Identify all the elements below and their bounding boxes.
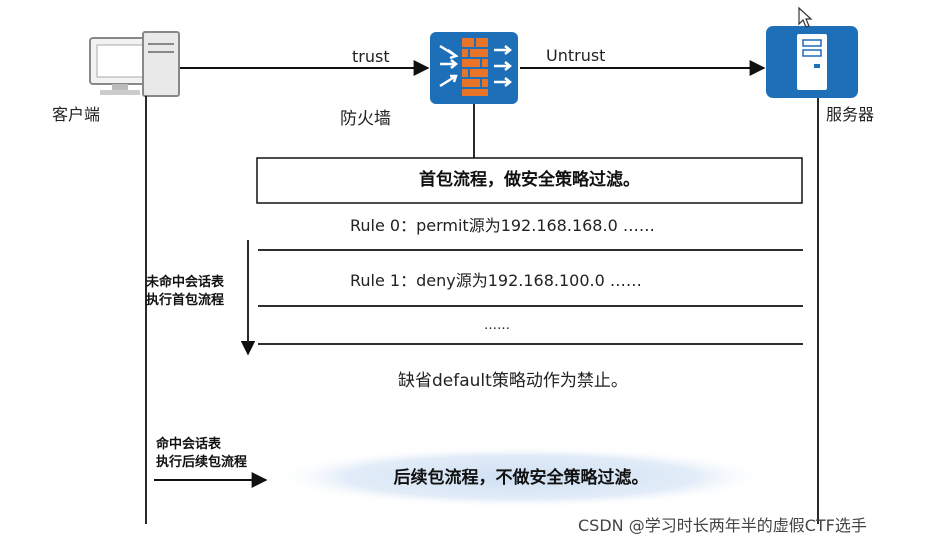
session-hit-label-line1: 命中会话表 xyxy=(156,437,222,452)
subsequent-flow-ellipse xyxy=(271,446,771,508)
server-icon xyxy=(766,26,858,98)
first-packet-box xyxy=(256,157,803,204)
rule-0-text: Rule 0：permit源为192.168.168.0 …… xyxy=(350,216,655,235)
session-miss-label-line2: 执行首包流程 xyxy=(146,293,225,308)
firewall-label: 防火墙 xyxy=(340,109,391,129)
client-label: 客户端 xyxy=(52,105,101,124)
csdn-watermark: CSDN @学习时长两年半的虚假CTF选手 xyxy=(578,516,867,535)
server-label: 服务器 xyxy=(826,105,875,124)
untrust-label: Untrust xyxy=(546,46,606,65)
session-hit-label-line2: 执行后续包流程 xyxy=(156,455,248,470)
rule-1-text: Rule 1：deny源为192.168.100.0 …… xyxy=(350,271,642,290)
firewall-icon xyxy=(430,32,518,104)
subsequent-flow-text: 后续包流程，不做安全策略过滤。 xyxy=(393,468,649,488)
session-miss-label-line1: 未命中会话表 xyxy=(146,275,225,290)
rule-ellipsis: …… xyxy=(484,318,510,333)
mouse-cursor-icon xyxy=(798,6,813,28)
default-action-text: 缺省default策略动作为禁止。 xyxy=(398,371,628,391)
client-computer-icon xyxy=(89,31,180,97)
trust-label: trust xyxy=(352,47,390,66)
first-packet-box-text: 首包流程，做安全策略过滤。 xyxy=(419,170,640,190)
